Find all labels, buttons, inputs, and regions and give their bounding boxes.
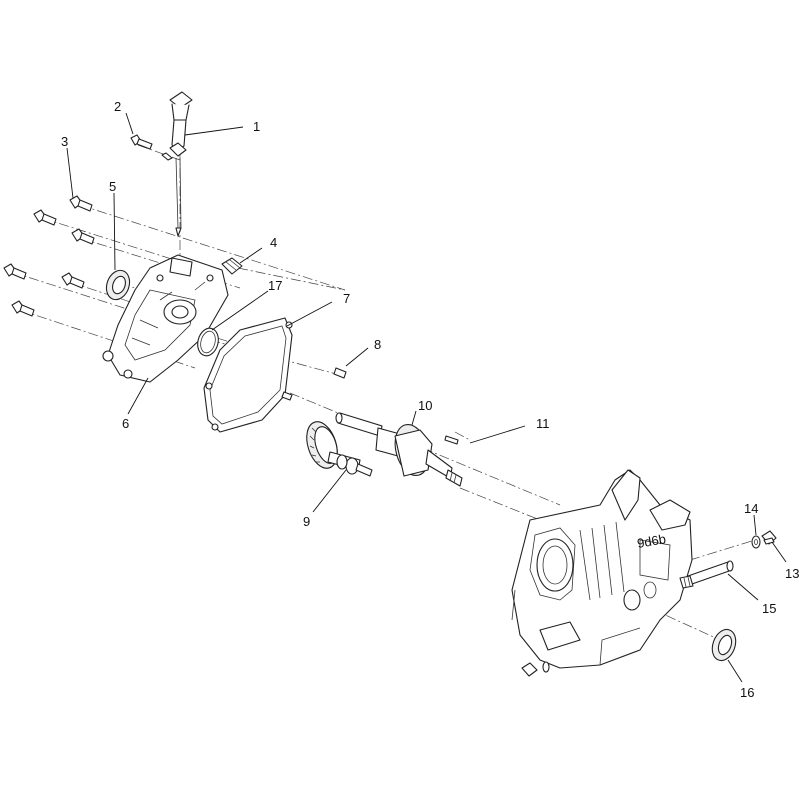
part-dowel-pin xyxy=(281,367,347,401)
callout-4: 4 xyxy=(270,235,277,250)
part-screw-2 xyxy=(130,134,153,150)
part-gasket xyxy=(203,317,293,433)
callout-5: 5 xyxy=(109,179,116,194)
part-bolt-set xyxy=(3,195,95,317)
part-crankshaft xyxy=(335,412,463,487)
part-washer xyxy=(751,535,761,549)
callout-6: 6 xyxy=(122,416,129,431)
callout-15: 15 xyxy=(762,601,776,616)
part-bolt-13 xyxy=(761,530,777,545)
part-dipstick xyxy=(161,91,193,237)
callout-7: 7 xyxy=(343,291,350,306)
callout-14: 14 xyxy=(744,501,758,516)
callout-9: 9 xyxy=(303,514,310,529)
part-key xyxy=(444,435,459,445)
callout-1: 1 xyxy=(253,119,260,134)
part-crankcase-cover xyxy=(102,254,229,383)
callout-2: 2 xyxy=(114,99,121,114)
callout-3: 3 xyxy=(61,134,68,149)
part-camshaft xyxy=(306,421,373,477)
part-o-ring xyxy=(197,327,219,357)
part-engine-block: 9d6b xyxy=(511,469,693,669)
part-oil-seal-5 xyxy=(105,269,131,301)
callout-10: 10 xyxy=(418,398,432,413)
callout-11: 11 xyxy=(536,416,550,431)
part-shaft xyxy=(679,560,734,589)
callout-8: 8 xyxy=(374,337,381,352)
callout-numbers: 1 2 3 4 5 6 7 8 9 10 11 13 14 15 16 17 xyxy=(61,99,799,700)
part-plug-4 xyxy=(221,257,243,275)
part-drain-bolt xyxy=(521,661,550,677)
callout-17: 17 xyxy=(268,278,282,293)
engine-casting-text: 9d6b xyxy=(636,531,667,551)
leader-lines xyxy=(66,112,787,683)
callout-16: 16 xyxy=(740,685,754,700)
callout-13: 13 xyxy=(785,566,799,581)
part-oil-seal-16 xyxy=(711,628,737,662)
